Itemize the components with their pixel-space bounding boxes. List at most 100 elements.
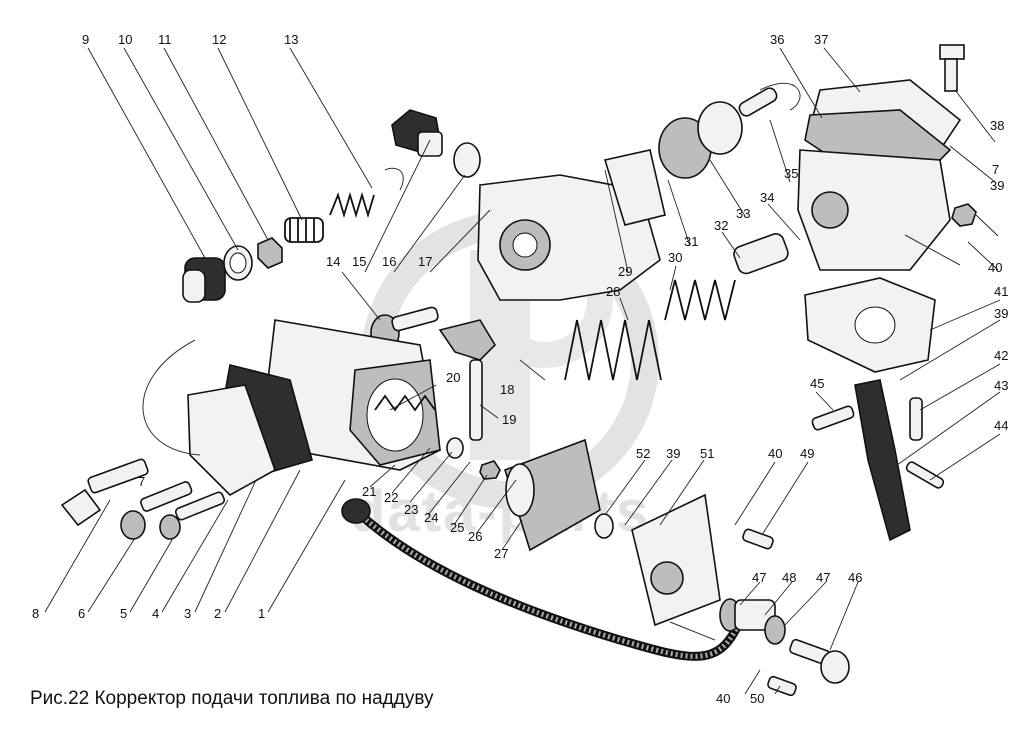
screw-part-50 <box>767 675 797 697</box>
callout-18: 18 <box>500 382 514 397</box>
callout-30: 30 <box>668 250 682 265</box>
lever-part-18 <box>438 319 497 361</box>
callout-50: 50 <box>750 691 764 706</box>
callout-4: 4 <box>152 606 159 621</box>
callout-17: 17 <box>418 254 432 269</box>
callout-21: 21 <box>362 484 376 499</box>
callout-39: 39 <box>994 306 1008 321</box>
ring-part-16 <box>453 142 481 178</box>
callout-6: 6 <box>78 606 85 621</box>
pin-part-42 <box>909 397 923 441</box>
bolt-part-46 <box>789 638 850 684</box>
callout-40: 40 <box>716 691 730 706</box>
callout-48: 48 <box>782 570 796 585</box>
cap-part-9 <box>182 257 226 303</box>
sleeve-part-32 <box>733 233 789 275</box>
callout-39: 39 <box>666 446 680 461</box>
body-part-17 <box>477 174 661 301</box>
flow-arrow <box>142 82 961 641</box>
callout-42: 42 <box>994 348 1008 363</box>
cover-part-3 <box>187 384 276 496</box>
callout-45: 45 <box>810 376 824 391</box>
callout-34: 34 <box>760 190 774 205</box>
callout-33: 33 <box>736 206 750 221</box>
callout-7: 7 <box>138 474 145 489</box>
callout-24: 24 <box>424 510 438 525</box>
washer-part-10 <box>223 245 253 281</box>
cover-part-51 <box>631 493 721 627</box>
callout-12: 12 <box>212 32 226 47</box>
callout-49: 49 <box>800 446 814 461</box>
callout-25: 25 <box>450 520 464 535</box>
pin-part-44 <box>905 461 945 489</box>
callout-26: 26 <box>468 529 482 544</box>
plate-part-27 <box>504 438 601 552</box>
callout-35: 35 <box>784 166 798 181</box>
gasket-part-29 <box>603 149 666 226</box>
spring-part-30 <box>664 279 736 321</box>
bolt-part-38 <box>939 44 965 92</box>
callout-40: 40 <box>768 446 782 461</box>
callout-3: 3 <box>184 606 191 621</box>
callout-7: 7 <box>992 162 999 177</box>
bolt-part-45 <box>811 405 855 431</box>
figure-caption: Рис.22 Корректор подачи топлива по надду… <box>30 688 434 709</box>
callout-47: 47 <box>816 570 830 585</box>
plug-part-15 <box>391 109 443 157</box>
callout-31: 31 <box>684 234 698 249</box>
callout-5: 5 <box>120 606 127 621</box>
callout-2: 2 <box>214 606 221 621</box>
spring-part-12 <box>284 217 324 243</box>
callout-38: 38 <box>990 118 1004 133</box>
leader-lines <box>44 47 1001 695</box>
pipe-part-26 <box>341 498 745 661</box>
callout-29: 29 <box>618 264 632 279</box>
callout-20: 20 <box>446 370 460 385</box>
callout-15: 15 <box>352 254 366 269</box>
screw-part-49 <box>742 528 774 550</box>
callout-40: 40 <box>988 260 1002 275</box>
callout-10: 10 <box>118 32 132 47</box>
nut-part-11 <box>257 237 283 269</box>
nut-part-25 <box>479 460 501 480</box>
washer-part-52 <box>594 513 614 539</box>
housing-part-34 <box>797 149 951 271</box>
spring-part-28 <box>564 319 662 381</box>
callout-39: 39 <box>990 178 1004 193</box>
callout-9: 9 <box>82 32 89 47</box>
nut-part-39 <box>951 203 977 227</box>
callout-19: 19 <box>502 412 516 427</box>
spring-part-13 <box>329 191 375 219</box>
callout-44: 44 <box>994 418 1008 433</box>
housing-part-1 <box>267 319 441 471</box>
screw-part-5 <box>159 491 226 540</box>
callout-32: 32 <box>714 218 728 233</box>
bolt-part-6 <box>120 481 193 540</box>
callout-47: 47 <box>752 570 766 585</box>
callout-43: 43 <box>994 378 1008 393</box>
callout-36: 36 <box>770 32 784 47</box>
fitting-part-48 <box>719 598 786 645</box>
callout-51: 51 <box>700 446 714 461</box>
rod-part-19 <box>469 359 483 441</box>
callout-23: 23 <box>404 502 418 517</box>
callout-37: 37 <box>814 32 828 47</box>
rod-part-35 <box>738 87 778 117</box>
callout-14: 14 <box>326 254 340 269</box>
callout-16: 16 <box>382 254 396 269</box>
callout-22: 22 <box>384 490 398 505</box>
callout-27: 27 <box>494 546 508 561</box>
plate-part-33 <box>697 101 743 155</box>
callout-28: 28 <box>606 284 620 299</box>
gasket-part-41 <box>804 277 936 373</box>
lever-part-43 <box>854 379 911 542</box>
bolt-part-8 <box>60 458 149 527</box>
callout-46: 46 <box>848 570 862 585</box>
callout-11: 11 <box>158 32 172 47</box>
callout-41: 41 <box>994 284 1008 299</box>
spring-part-21 <box>374 394 436 412</box>
callout-52: 52 <box>636 446 650 461</box>
callout-13: 13 <box>284 32 298 47</box>
